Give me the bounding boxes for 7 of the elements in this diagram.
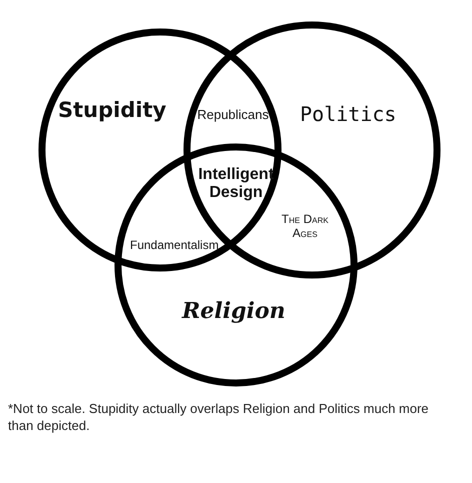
set-label: Stupidity [58,98,166,122]
overlap-label: Fundamentalism [130,238,219,252]
overlap-label: Republicans [197,107,269,122]
footnote: *Not to scale. Stupidity actually overlaps Religion and Politics much more than depicted. [8,400,430,434]
set-label: Politics [300,102,396,126]
overlap-label: The Dark Ages [280,212,330,240]
set-label: Religion [182,298,286,324]
